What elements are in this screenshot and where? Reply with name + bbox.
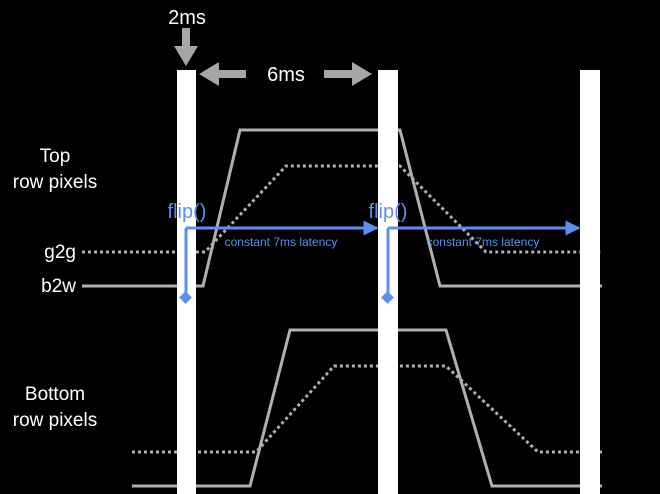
refresh-bar-3 xyxy=(580,70,600,494)
flip-label-2: flip() xyxy=(369,201,408,223)
frame-time-label: 2ms xyxy=(168,7,206,29)
latency-label-2: constant 7ms latency xyxy=(427,235,540,249)
bottom-b2w-waveform xyxy=(132,328,602,488)
flip-marker-1 xyxy=(179,220,379,304)
bottom-g2g-waveform xyxy=(132,364,602,454)
flip-label-1: flip() xyxy=(168,201,207,223)
top-b2w-waveform xyxy=(82,128,602,288)
interval-label: 6ms xyxy=(267,64,305,86)
frame-time-arrow xyxy=(174,28,198,66)
flip-marker-2 xyxy=(381,220,581,304)
interval-arrow xyxy=(199,62,372,86)
bottom-row-label-line1: Bottom xyxy=(25,384,85,405)
b2w-label: b2w xyxy=(41,276,76,297)
top-row-label-line1: Top xyxy=(40,146,71,167)
g2g-label: g2g xyxy=(44,242,76,263)
latency-label-1: constant 7ms latency xyxy=(225,235,338,249)
bottom-row-label-line2: row pixels xyxy=(13,410,97,431)
top-row-label-line2: row pixels xyxy=(13,172,97,193)
